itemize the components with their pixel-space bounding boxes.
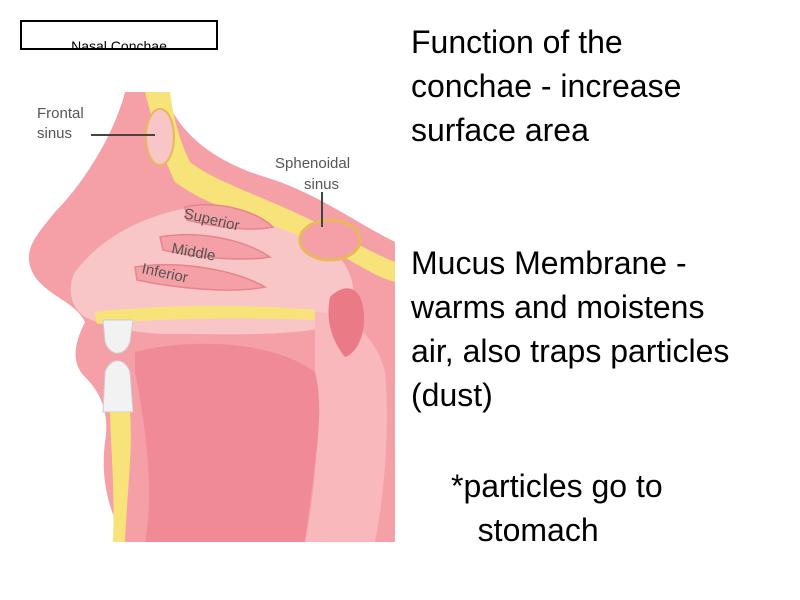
function-note: Function of the conchae - increase surfa… (411, 24, 682, 148)
inferior-concha (134, 264, 268, 291)
lower-teeth (102, 360, 134, 413)
jaw-bone (110, 412, 131, 542)
adenoid (328, 288, 365, 357)
sphenoidal-sinus-label-1: Sphenoidal (275, 155, 350, 172)
pharynx (305, 312, 387, 542)
page-title: Nasal Conchae (71, 38, 167, 50)
upper-teeth (102, 319, 134, 354)
middle-concha (159, 234, 272, 260)
sphenoidal-sinus (298, 218, 362, 262)
hard-palate (95, 305, 315, 324)
mucus-membrane-note: Mucus Membrane - warms and moistens air,… (411, 245, 730, 413)
tongue (135, 343, 320, 542)
frontal-sinus-label-2: sinus (37, 125, 72, 142)
sphenoidal-sinus-label-2: sinus (304, 176, 339, 193)
nasal-cavity-diagram: Frontal sinus Sphenoidal sinus Superior … (15, 72, 395, 542)
frontal-sinus (145, 108, 175, 166)
superior-concha (184, 204, 275, 230)
particles-note: *particles go to stomach (451, 468, 663, 548)
frontal-sinus-label-1: Frontal (37, 105, 84, 122)
title-box: Nasal Conchae (20, 20, 218, 50)
